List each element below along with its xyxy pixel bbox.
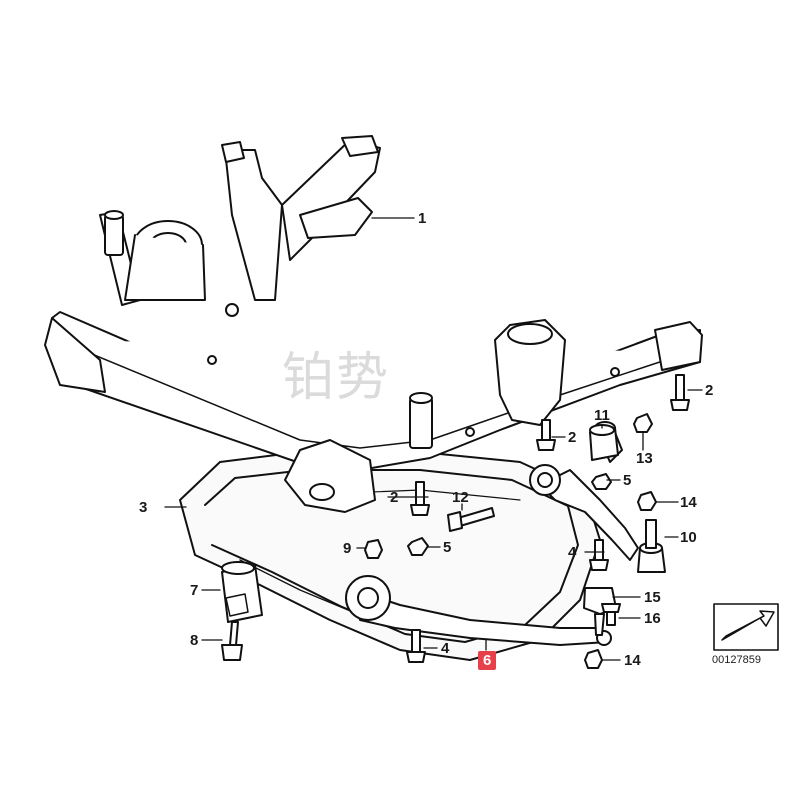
bushing-11 xyxy=(589,424,619,461)
ball-joint-10 xyxy=(637,519,666,573)
callout-4b: 4 xyxy=(441,640,450,657)
bolts xyxy=(406,374,690,663)
callout-8: 8 xyxy=(190,632,199,649)
callout-9: 9 xyxy=(343,540,352,557)
callout-6-highlighted: 6 xyxy=(478,651,497,670)
callout-4a: 4 xyxy=(568,544,577,561)
callout-2b: 2 xyxy=(568,429,577,446)
callout-14b: 14 xyxy=(624,652,641,669)
leader-lines xyxy=(164,217,703,661)
callout-2c: 2 xyxy=(390,489,399,506)
watermark: 铂势 xyxy=(282,348,391,408)
callout-13: 13 xyxy=(636,450,653,467)
callout-12: 12 xyxy=(452,489,469,506)
nuts xyxy=(364,413,657,669)
callout-5a: 5 xyxy=(623,472,632,489)
bolt-8 xyxy=(221,621,243,661)
orientation-arrow-icon xyxy=(713,603,779,651)
callout-7: 7 xyxy=(190,582,199,599)
callout-10: 10 xyxy=(680,529,697,546)
callout-15: 15 xyxy=(644,589,661,606)
control-arm xyxy=(345,575,612,646)
document-number: 00127859 xyxy=(712,654,761,666)
callout-14a: 14 xyxy=(680,494,697,511)
callout-2a: 2 xyxy=(705,382,714,399)
callout-3: 3 xyxy=(139,499,148,516)
callout-11: 11 xyxy=(594,407,610,424)
callout-5b: 5 xyxy=(443,539,452,556)
callout-1: 1 xyxy=(418,210,427,227)
front-axle-carrier xyxy=(44,135,703,513)
callout-16: 16 xyxy=(644,610,661,627)
rubber-mount xyxy=(221,561,263,623)
